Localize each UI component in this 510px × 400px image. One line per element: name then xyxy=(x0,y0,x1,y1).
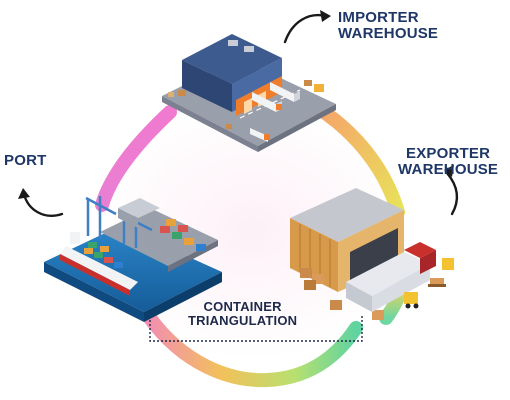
importer-roof xyxy=(182,34,282,84)
importer-warehouse-label: IMPORTER WAREHOUSE xyxy=(338,10,438,42)
container-triangulation-label: CONTAINER TRIANGULATION xyxy=(188,300,297,327)
arrow-port-head xyxy=(18,188,30,199)
arrow-importer-curve xyxy=(283,13,328,44)
exporter-label-line2: WAREHOUSE xyxy=(398,160,499,178)
exporter-warehouse-illustration xyxy=(290,188,454,320)
exporter-label-line1: EXPORTER xyxy=(406,145,491,162)
port-label-text: PORT xyxy=(4,152,47,169)
container-label-line2: TRIANGULATION xyxy=(188,312,298,328)
arrow-port-curve xyxy=(22,192,64,217)
importer-warehouse-illustration xyxy=(162,34,336,152)
cycle-ring xyxy=(95,101,409,388)
port-label: PORT xyxy=(4,153,46,169)
arrow-importer-head xyxy=(320,10,331,22)
exporter-warehouse-label: EXPORTER WAREHOUSE xyxy=(398,146,498,178)
importer-label-line1: IMPORTER xyxy=(338,9,419,26)
ring-segment-bottom xyxy=(143,311,363,388)
importer-label-line2: WAREHOUSE xyxy=(338,24,439,42)
ring-segment-orange-yellow xyxy=(311,101,405,219)
arrow-exporter-head xyxy=(444,165,454,177)
exporter-roof xyxy=(290,188,404,242)
arrow-exporter-curve xyxy=(445,171,459,216)
container-label-line1: CONTAINER xyxy=(203,299,282,314)
port-illustration xyxy=(44,196,222,322)
triangulation-bracket xyxy=(149,316,363,342)
ring-segment-pink xyxy=(95,105,177,212)
